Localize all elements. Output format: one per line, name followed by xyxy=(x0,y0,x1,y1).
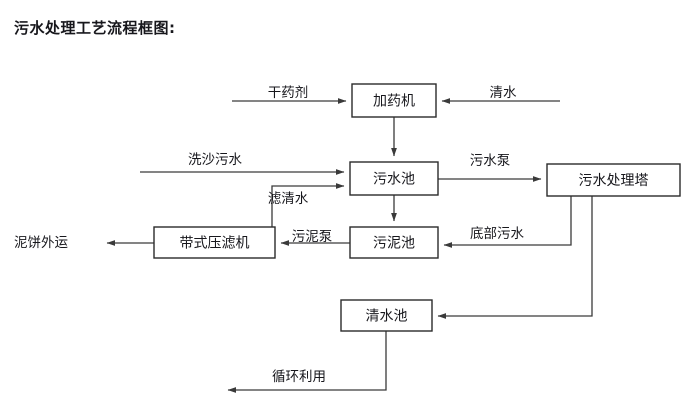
node-belt-filter-press[interactable]: 带式压滤机 xyxy=(153,226,276,259)
terminal-label-mud-cake-out: 泥饼外运 xyxy=(14,235,68,251)
node-clean-water-pool[interactable]: 清水池 xyxy=(340,299,433,332)
node-sludge-pool[interactable]: 污泥池 xyxy=(349,226,439,259)
node-clean-water-pool-box xyxy=(340,299,433,332)
node-treatment-tower-box xyxy=(546,163,681,197)
edge-label-bottom-sewage: 底部污水 xyxy=(470,226,524,242)
edge-label-recycle: 循环利用 xyxy=(272,369,326,385)
edge-tower-bottom-sewage-to-sludge-pool xyxy=(443,196,572,248)
node-belt-filter-press-label: 带式压滤机 xyxy=(180,236,250,252)
node-sludge-pool-box xyxy=(349,226,439,259)
edge-tower-to-clean-water-pool xyxy=(437,196,593,319)
node-clean-water-pool-label: 清水池 xyxy=(366,309,408,325)
edge-label-sand-wash-sewage: 洗沙污水 xyxy=(188,152,242,168)
node-dosing-machine-label: 加药机 xyxy=(373,94,415,110)
node-dosing-machine-box xyxy=(351,83,437,118)
edge-label-sludge-pump: 污泥泵 xyxy=(292,229,333,245)
page-title: 污水处理工艺流程框图: xyxy=(14,19,176,37)
node-dosing-machine[interactable]: 加药机 xyxy=(351,83,437,118)
node-sewage-pool[interactable]: 污水池 xyxy=(349,161,439,196)
edge-label-clean-water: 清水 xyxy=(490,85,518,101)
edge-label-filtered-water: 滤清水 xyxy=(268,191,309,207)
node-sludge-pool-label: 污泥池 xyxy=(373,236,415,252)
edge-label-sewage-pump: 污水泵 xyxy=(470,153,511,169)
node-sewage-pool-box xyxy=(349,161,439,196)
edge-clean-water-pool-to-recycle xyxy=(227,331,387,393)
edge-filtered-water-to-sewage-pool xyxy=(271,183,345,227)
node-sewage-pool-label: 污水池 xyxy=(373,172,415,188)
edge-label-dry-agent: 干药剂 xyxy=(268,85,309,101)
node-treatment-tower[interactable]: 污水处理塔 xyxy=(546,163,681,197)
node-treatment-tower-label: 污水处理塔 xyxy=(579,173,649,189)
node-belt-filter-press-box xyxy=(153,226,276,259)
